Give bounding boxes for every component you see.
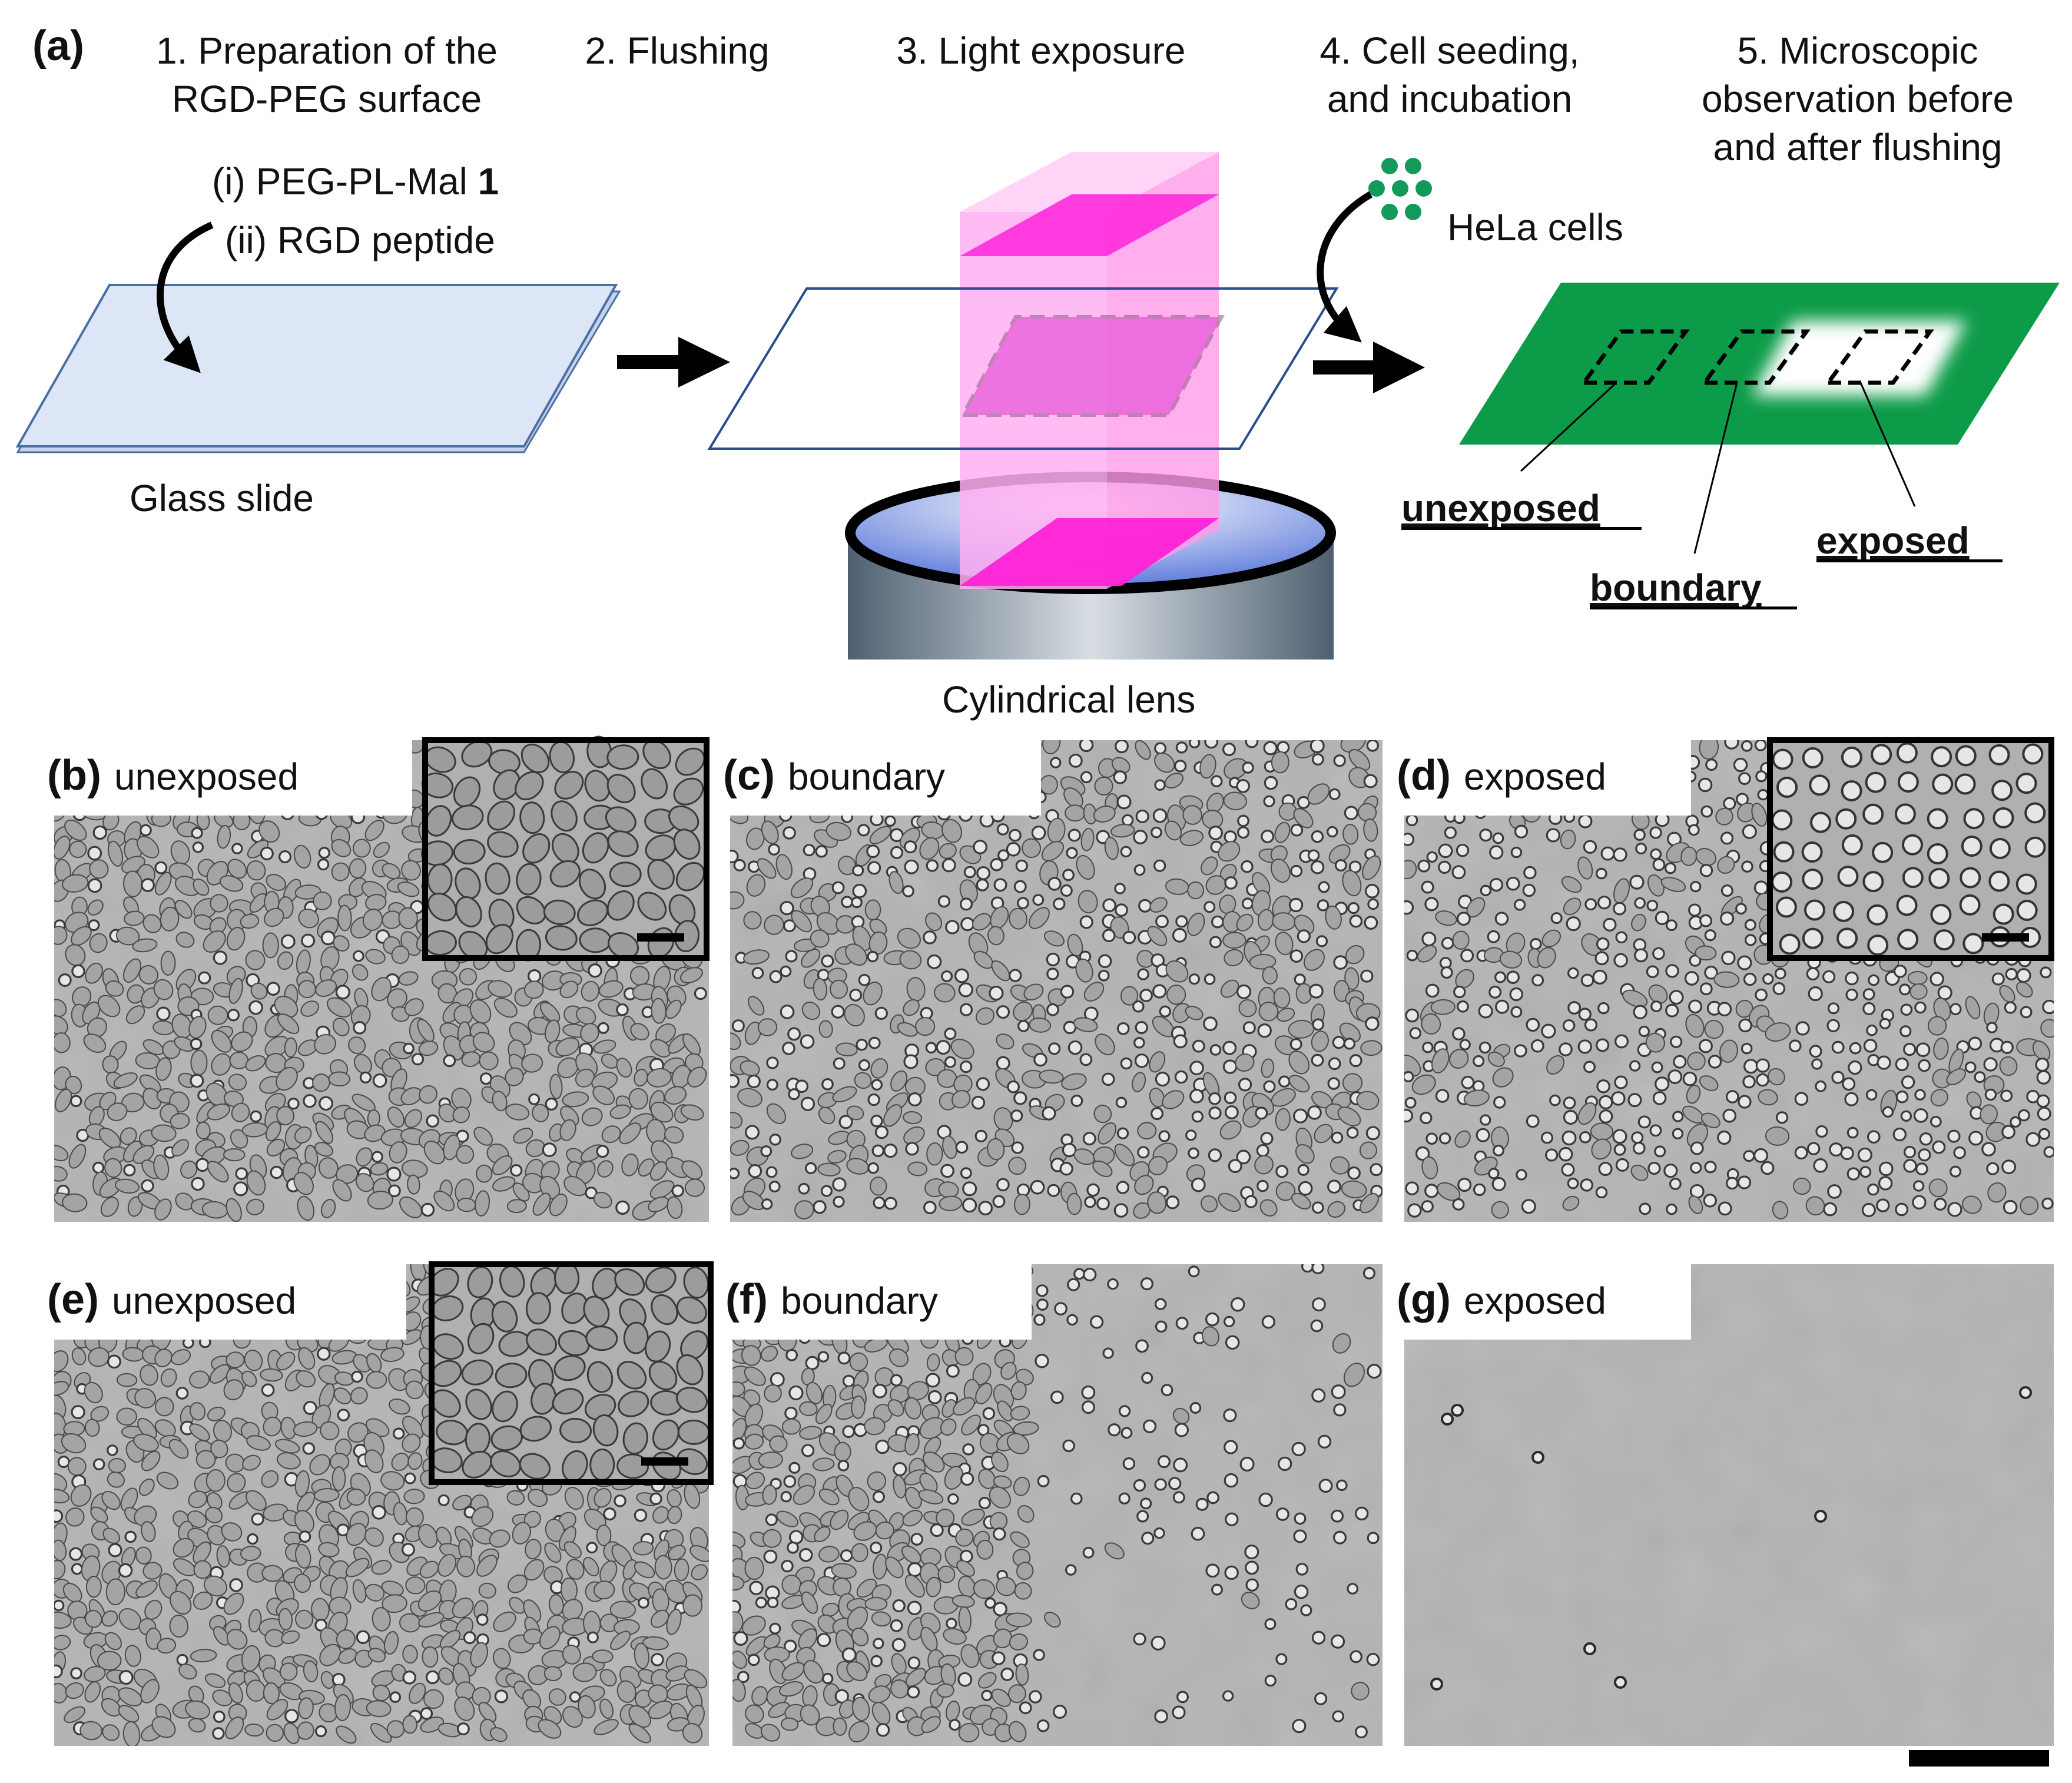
step-heading-line: and after flushing — [1713, 126, 2003, 168]
step-2-heading: 2. Flushing — [585, 29, 769, 72]
micrograph-label: (d) exposed — [1397, 752, 1606, 799]
micrograph-panel: (c) boundary — [723, 740, 1383, 1222]
light-sheet-bottom — [960, 518, 1219, 586]
step-4-heading: 4. Cell seeding, and incubation — [1320, 29, 1579, 120]
micrograph-letter: (c) — [723, 752, 775, 799]
step-heading-line: 5. Microscopic — [1738, 29, 1978, 72]
micrograph-letter: (b) — [47, 752, 101, 799]
step-heading-line: 2. Flushing — [585, 29, 769, 72]
micrograph-label: (e) unexposed — [47, 1276, 296, 1323]
micrograph-region-name: exposed — [1464, 755, 1606, 798]
reagent-2-label: (ii) RGD peptide — [225, 219, 495, 261]
magnified-inset — [1767, 737, 2054, 961]
region-label-underlines — [1401, 527, 2003, 609]
step-heading-line: 1. Preparation of the — [156, 29, 498, 72]
micrograph-letter: (f) — [725, 1276, 768, 1323]
inset-scale-bar — [641, 1457, 688, 1466]
inset-scale-bar — [637, 933, 684, 942]
glass-slide-label: Glass slide — [130, 477, 314, 519]
process-arrow-2 — [1313, 342, 1425, 393]
micrograph-letter: (e) — [47, 1276, 99, 1323]
micrograph-panel: (g) exposed — [1397, 1264, 2054, 1746]
micrograph-panels: (b) unexposed (c) boundary (d) exposed (e) unex… — [47, 735, 2054, 1746]
micrograph-label: (g) exposed — [1397, 1276, 1606, 1323]
micrograph-region-name: unexposed — [114, 755, 299, 798]
micrograph-panel: (f) boundary — [725, 1264, 1383, 1746]
seeded-substrate — [1459, 283, 2060, 445]
exposed-region-outline — [1824, 329, 1934, 385]
exposed-region-label: exposed — [1816, 519, 1970, 562]
micrograph-region-name: unexposed — [112, 1280, 296, 1322]
panel-a-letter: (a) — [32, 22, 84, 69]
step-5-heading: 5. Microscopic observation before and afte… — [1702, 29, 2014, 168]
magnified-inset — [429, 1261, 714, 1485]
micrograph-image — [732, 1264, 1383, 1746]
step-3-heading: 3. Light exposure — [897, 29, 1186, 72]
micrograph-region-name: boundary — [781, 1280, 938, 1322]
micrograph-region-name: boundary — [788, 755, 945, 798]
micrograph-panel: (e) unexposed — [47, 1261, 714, 1746]
step-heading-line: 4. Cell seeding, — [1320, 29, 1579, 72]
reagent-addition-arrow — [157, 221, 214, 373]
hela-cells-label: HeLa cells — [1447, 206, 1623, 248]
boundary-region-outline — [1700, 329, 1811, 385]
glass-slide — [15, 284, 621, 453]
cylindrical-lens-label: Cylindrical lens — [942, 678, 1195, 721]
substrate-step-3 — [707, 287, 1339, 450]
micrograph-letter: (d) — [1397, 752, 1451, 799]
cell-free-exposed-area — [1752, 321, 1967, 396]
micrograph-letter: (g) — [1397, 1276, 1451, 1323]
micrograph-label: (c) boundary — [723, 752, 945, 799]
micrograph-panel: (b) unexposed — [47, 735, 710, 1222]
magnified-inset — [421, 735, 710, 962]
scale-bar — [1909, 1750, 2049, 1767]
micrograph-label: (f) boundary — [725, 1276, 938, 1323]
micrograph-image — [1404, 1264, 2054, 1746]
micrograph-region-name: exposed — [1464, 1280, 1606, 1322]
process-arrow-1 — [617, 337, 730, 387]
light-sheet-top — [960, 194, 1219, 256]
step-heading-line: RGD-PEG surface — [172, 78, 482, 120]
cell-seeding-arrow — [1317, 191, 1373, 343]
reagent-1-label: (i) PEG-PL-Mal 1 — [212, 160, 499, 203]
step-heading-line: 3. Light exposure — [897, 29, 1186, 72]
unexposed-region-outline — [1580, 329, 1690, 385]
hela-cells-icon — [1368, 158, 1432, 220]
micrograph-panel: (d) exposed — [1397, 737, 2054, 1222]
inset-scale-bar — [1982, 933, 2029, 942]
region-leader-lines — [1520, 382, 1916, 554]
exposure-region — [959, 315, 1225, 417]
step-heading-line: and incubation — [1327, 78, 1572, 120]
micrograph-label: (b) unexposed — [47, 752, 299, 799]
step-heading-line: observation before — [1702, 78, 2014, 120]
micrograph-image — [730, 740, 1383, 1222]
unexposed-region-label: unexposed — [1401, 487, 1600, 529]
boundary-region-label: boundary — [1590, 566, 1762, 609]
